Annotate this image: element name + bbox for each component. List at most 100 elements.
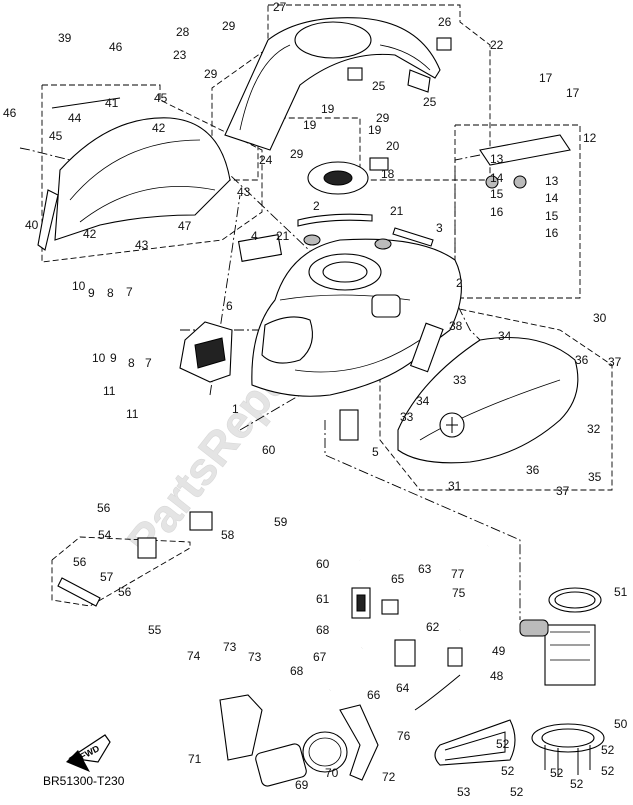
fwd-arrow: FWD [66,734,111,772]
callout-56: 56 [97,501,111,515]
pump-gasket-inner [554,591,596,609]
callout-8: 8 [107,286,114,300]
callout-20: 20 [386,139,400,153]
leader-line [454,154,481,298]
canister-stay [219,694,263,761]
damper [485,175,499,189]
callout-51: 51 [614,585,628,599]
tank-label [339,409,359,441]
callout-68: 68 [316,623,330,637]
callout-17: 17 [539,71,553,85]
tank-rubber-strip [297,213,373,227]
callout-16: 16 [490,205,504,219]
side-cover-line [69,139,201,201]
callout-70: 70 [325,766,339,780]
callout-9: 9 [110,351,117,365]
hose-inner [328,647,364,692]
callout-47: 47 [178,219,192,233]
callout-74: 74 [187,649,201,663]
callout-3: 3 [436,221,443,235]
callout-9: 9 [88,286,95,300]
key [369,157,389,171]
callout-62: 62 [426,620,440,634]
callout-64: 64 [396,681,410,695]
callout-1: 1 [232,402,239,416]
callout-57: 57 [100,570,114,584]
callout-72: 72 [382,770,396,784]
fuel-hose-inner [296,440,362,561]
callout-56: 56 [73,555,87,569]
solenoid [394,639,416,667]
seat-line [419,379,561,441]
cover-clip [347,67,363,81]
grommet [374,238,392,250]
handle-inner [444,731,506,761]
callout-25: 25 [372,79,386,93]
callout-77: 77 [451,567,465,581]
callout-4: 4 [251,229,258,243]
damper [513,175,527,189]
callout-45: 45 [154,91,168,105]
callout-45: 45 [49,129,63,143]
callout-33: 33 [400,410,414,424]
grommet [303,234,321,246]
callout-38: 38 [449,319,463,333]
callout-40: 40 [25,218,39,232]
callout-52: 52 [510,785,524,799]
callout-52: 52 [601,743,615,757]
pipe-joint [137,537,157,559]
callout-59: 59 [274,515,288,529]
callout-66: 66 [367,688,381,702]
callout-2: 2 [456,276,463,290]
callout-19: 19 [321,102,335,116]
callout-76: 76 [397,729,411,743]
callout-46: 46 [3,106,17,120]
callout-32: 32 [587,422,601,436]
callout-75: 75 [452,586,466,600]
callout-46: 46 [109,40,123,54]
callout-7: 7 [126,285,133,299]
callout-54: 54 [98,528,112,542]
tank-pad [392,227,434,247]
callout-21: 21 [390,204,404,218]
callout-34: 34 [416,394,430,408]
callout-43: 43 [237,185,251,199]
canister [255,743,307,787]
callout-29: 29 [376,111,390,125]
cover-opening [294,21,372,59]
breather-group-frame [51,536,191,607]
callout-23: 23 [173,48,187,62]
side-cover [54,117,231,241]
fuel-filter-core [356,594,366,612]
callout-15: 15 [545,209,559,223]
callout-19: 19 [303,118,317,132]
pipe-joint [447,647,463,667]
cover-bracket [407,69,431,93]
callout-73: 73 [248,650,262,664]
callout-71: 71 [188,752,202,766]
callout-41: 41 [105,96,119,110]
callout-53: 53 [457,785,471,799]
callout-11: 11 [103,384,116,398]
callout-layer: 1223456778899101011111213131414151516161… [3,0,628,799]
cover-group-frame [211,4,491,181]
callout-29: 29 [222,19,236,33]
callout-50: 50 [614,717,628,731]
canister-band-inner [308,737,342,767]
callout-49: 49 [492,644,506,658]
callout-36: 36 [526,463,540,477]
callout-31: 31 [448,479,462,493]
pump-filter [519,619,549,637]
callout-42: 42 [83,227,97,241]
callout-60: 60 [262,443,276,457]
callout-37: 37 [556,484,570,498]
callout-10: 10 [72,279,86,293]
callout-52: 52 [550,766,564,780]
callout-5: 5 [372,445,379,459]
tank-top-cover [224,17,441,151]
callout-11: 11 [126,407,139,421]
callout-37: 37 [608,355,622,369]
tank-contour [294,339,421,373]
